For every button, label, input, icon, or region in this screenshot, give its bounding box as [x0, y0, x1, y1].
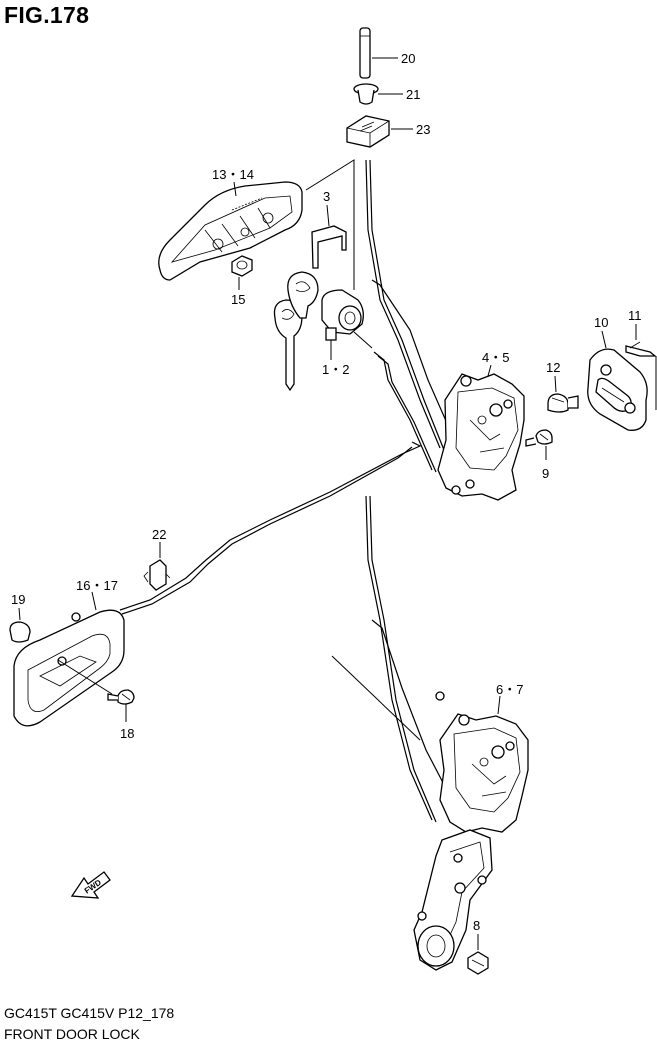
part-15-nut	[231, 255, 253, 290]
callout-20: 20	[401, 51, 415, 66]
lock-actuator-bracket	[413, 829, 493, 971]
upper-door-rods	[365, 159, 451, 473]
figure-title: FIG.178	[4, 2, 90, 28]
callout-18: 18	[120, 726, 134, 741]
part-4-5-door-latch	[437, 364, 525, 501]
part-19-cap	[9, 607, 31, 643]
callout-1-2: 1・2	[322, 362, 349, 377]
part-23-pad	[346, 115, 413, 148]
part-13-14-outside-handle	[158, 181, 303, 281]
lower-door-rods	[331, 495, 453, 823]
part-9-screw	[525, 429, 553, 460]
callout-13-14: 13・14	[212, 167, 254, 182]
part-16-17-inside-handle	[13, 591, 125, 727]
callout-9: 9	[542, 466, 549, 481]
model-line: GC415T GC415V P12_178	[4, 1005, 175, 1021]
callout-19: 19	[11, 592, 25, 607]
leader-bracket	[305, 159, 355, 290]
part-21-grommet	[353, 83, 403, 105]
callout-22: 22	[152, 527, 166, 542]
part-6-7-rear-door-latch	[435, 691, 529, 833]
part-18-screw	[57, 659, 135, 722]
callout-15: 15	[231, 292, 245, 307]
callout-21: 21	[406, 87, 420, 102]
part-3-clip	[311, 204, 347, 269]
part-20-pin	[359, 27, 398, 79]
part-11-shim	[625, 324, 657, 410]
part-8-bolt	[467, 934, 489, 975]
callout-23: 23	[416, 122, 430, 137]
callout-12: 12	[546, 360, 560, 375]
callout-11: 11	[628, 308, 642, 323]
figure-caption: FRONT DOOR LOCK	[4, 1026, 140, 1042]
forward-direction-arrow: FWD	[70, 871, 111, 899]
part-12-screw	[547, 375, 579, 413]
callout-10: 10	[594, 315, 608, 330]
callout-16-17: 16・17	[76, 578, 118, 593]
part-1-2-key-cylinder	[273, 271, 373, 392]
callout-6-7: 6・7	[496, 682, 523, 697]
part-22-clip	[143, 542, 171, 591]
callout-4-5: 4・5	[482, 350, 509, 365]
inside-handle-cable	[119, 441, 422, 615]
part-10-striker	[587, 330, 648, 431]
callout-3: 3	[323, 189, 330, 204]
callout-8: 8	[473, 918, 480, 933]
